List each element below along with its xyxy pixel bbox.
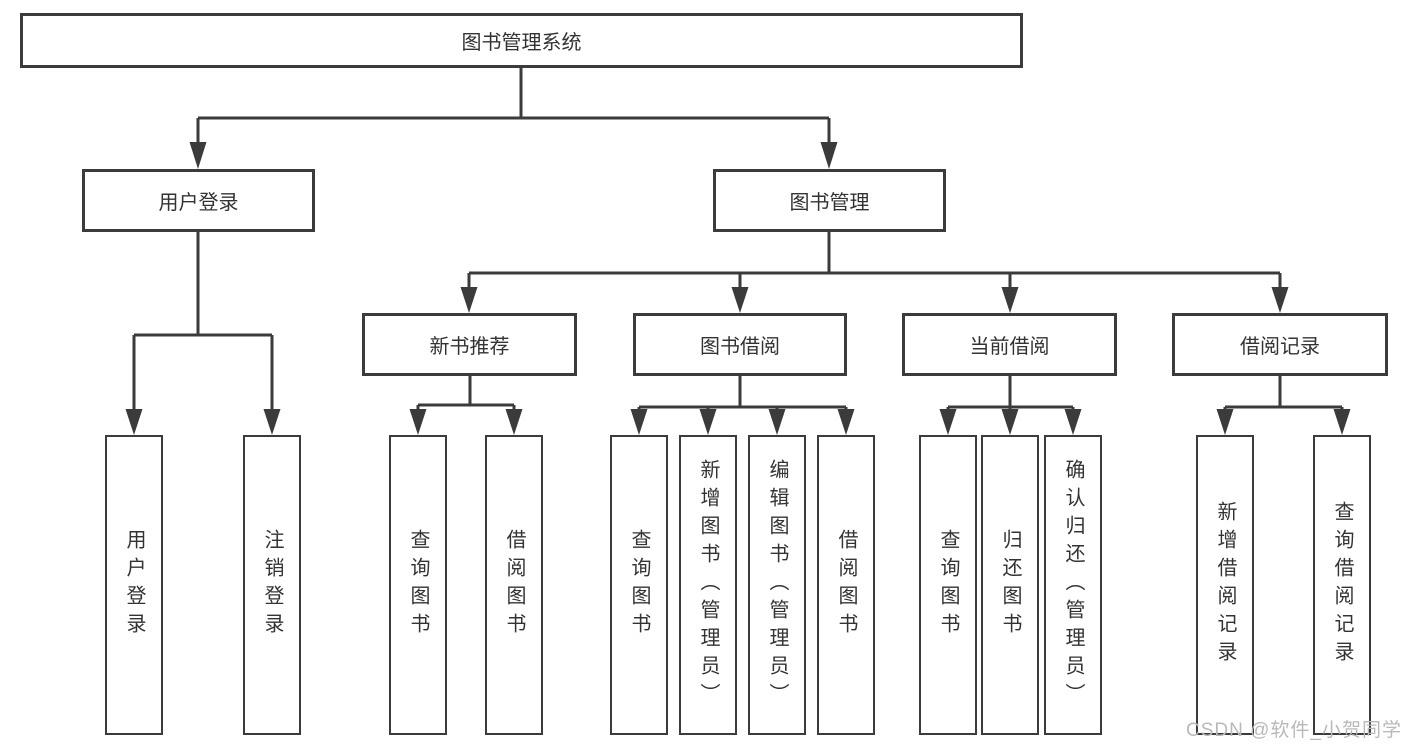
leaf-borrow-book-recommend-label: 借阅图书: [503, 529, 525, 641]
node-book-borrow-label: 图书借阅: [700, 336, 780, 358]
leaf-logout: 注销登录: [243, 435, 301, 735]
leaf-add-book-admin: 新增图书（管理员）: [679, 435, 737, 735]
leaf-return-book: 归还图书: [981, 435, 1039, 735]
leaf-confirm-return-admin-label: 确认归还（管理员）: [1062, 459, 1084, 711]
leaf-query-book-current: 查询图书: [919, 435, 977, 735]
leaf-return-book-label: 归还图书: [999, 529, 1021, 641]
leaf-user-login: 用户登录: [105, 435, 163, 735]
leaf-logout-label: 注销登录: [261, 529, 283, 641]
node-book-management-label: 图书管理: [789, 192, 870, 214]
node-book-management: 图书管理: [713, 169, 946, 232]
leaf-add-borrow-record-label: 新增借阅记录: [1214, 501, 1236, 669]
node-root-label: 图书管理系统: [461, 32, 582, 54]
node-new-book-recommend-label: 新书推荐: [429, 336, 510, 358]
leaf-query-book-current-label: 查询图书: [937, 529, 959, 641]
node-book-borrow: 图书借阅: [633, 313, 847, 376]
leaf-query-book-borrow-label: 查询图书: [628, 529, 650, 641]
node-root: 图书管理系统: [20, 13, 1023, 68]
leaf-borrow-book-recommend: 借阅图书: [485, 435, 543, 735]
leaf-borrow-book-label: 借阅图书: [835, 529, 857, 641]
leaf-edit-book-admin: 编辑图书（管理员）: [748, 435, 806, 735]
node-user-login: 用户登录: [82, 169, 315, 232]
leaf-query-book-recommend-label: 查询图书: [407, 529, 429, 641]
leaf-query-borrow-record: 查询借阅记录: [1313, 435, 1371, 735]
node-borrow-records-label: 借阅记录: [1240, 336, 1320, 358]
watermark-text: CSDN @软件_小贺同学: [1186, 720, 1402, 741]
leaf-edit-book-admin-label: 编辑图书（管理员）: [766, 459, 788, 711]
leaf-borrow-book: 借阅图书: [817, 435, 875, 735]
leaf-add-book-admin-label: 新增图书（管理员）: [697, 459, 719, 711]
leaf-query-book-borrow: 查询图书: [610, 435, 668, 735]
node-current-borrow: 当前借阅: [902, 313, 1117, 376]
leaf-user-login-label: 用户登录: [123, 529, 145, 641]
leaf-add-borrow-record: 新增借阅记录: [1196, 435, 1254, 735]
leaf-query-book-recommend: 查询图书: [389, 435, 447, 735]
node-borrow-records: 借阅记录: [1172, 313, 1388, 376]
leaf-confirm-return-admin: 确认归还（管理员）: [1044, 435, 1102, 735]
node-user-login-label: 用户登录: [158, 192, 239, 214]
node-current-borrow-label: 当前借阅: [969, 336, 1050, 358]
leaf-query-borrow-record-label: 查询借阅记录: [1331, 501, 1353, 669]
node-new-book-recommend: 新书推荐: [362, 313, 577, 376]
